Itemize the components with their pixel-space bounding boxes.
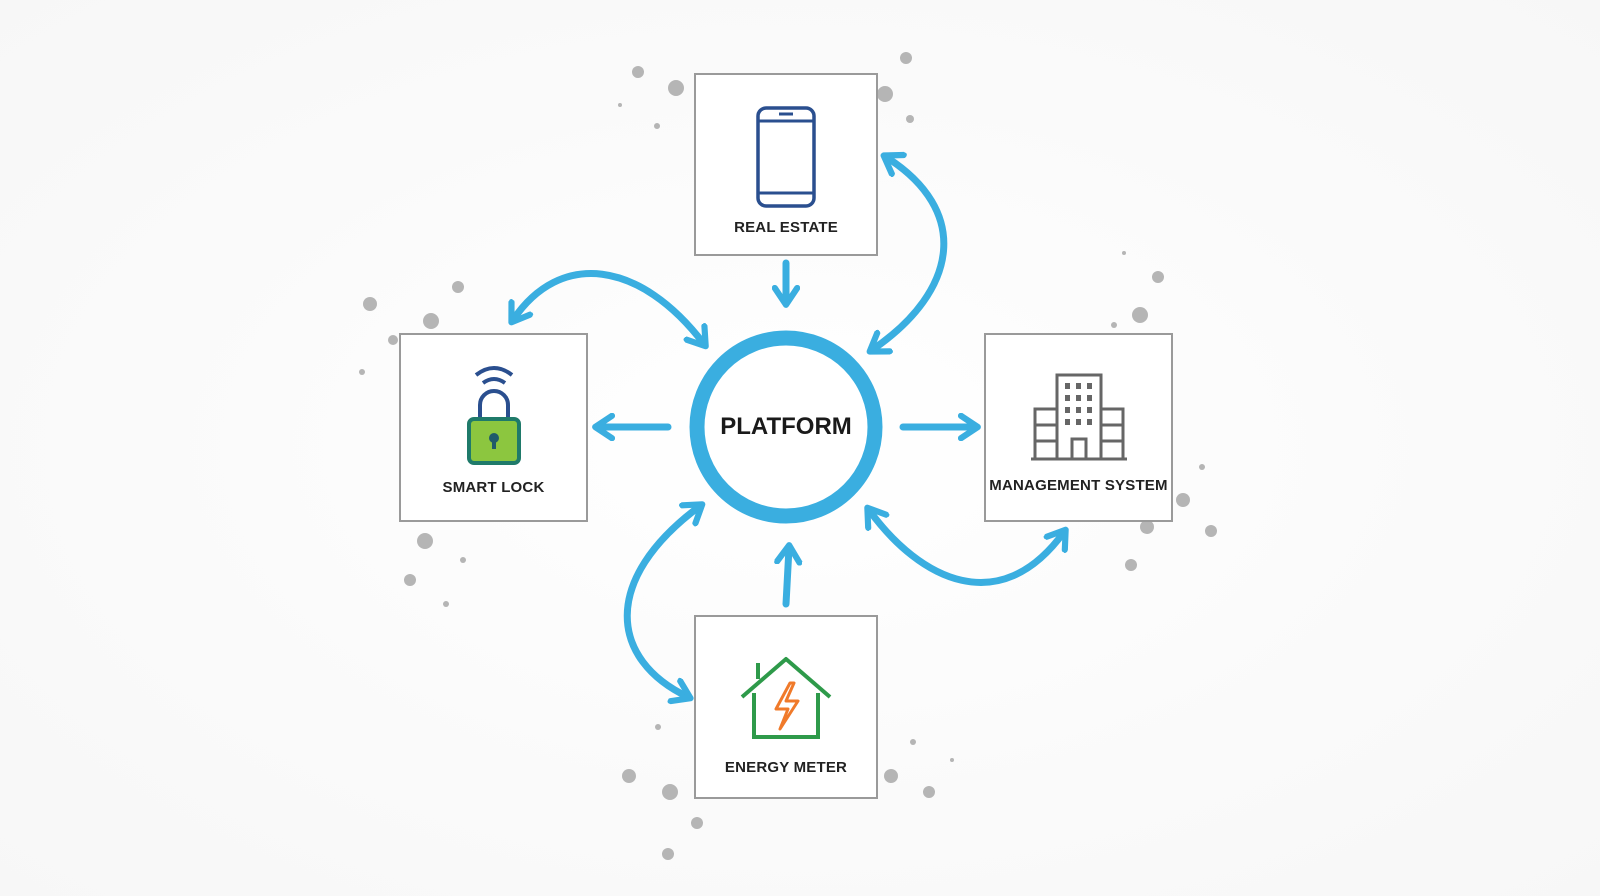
- smartphone-icon: [696, 105, 876, 209]
- real-estate-label: REAL ESTATE: [734, 219, 838, 236]
- node-real-estate[interactable]: REAL ESTATE: [694, 73, 878, 256]
- arrow-smart-lock-platform-bidirectional: [513, 270, 704, 344]
- node-energy-meter[interactable]: ENERGY METER: [694, 615, 878, 799]
- debris-particles: [359, 52, 1217, 860]
- arrow-energy-to-platform: [786, 548, 789, 608]
- arrow-management-platform-bidirectional: [869, 510, 1064, 586]
- management-system-label: MANAGEMENT SYSTEM: [989, 477, 1168, 494]
- node-smart-lock[interactable]: SMART LOCK: [399, 333, 588, 522]
- energy-meter-label: ENERGY METER: [724, 759, 848, 776]
- smart-lock-label: SMART LOCK: [442, 479, 545, 496]
- smart-lock-icon: [401, 363, 586, 467]
- platform-ring: [689, 330, 883, 524]
- node-management-system[interactable]: MANAGEMENT SYSTEM: [984, 333, 1173, 522]
- arrow-real-estate-platform-bidirectional: [872, 157, 948, 350]
- office-building-icon: [986, 371, 1171, 463]
- house-energy-icon: [696, 655, 876, 741]
- arrow-energy-platform-bidirectional: [623, 506, 700, 697]
- platform-label: PLATFORM: [720, 413, 852, 440]
